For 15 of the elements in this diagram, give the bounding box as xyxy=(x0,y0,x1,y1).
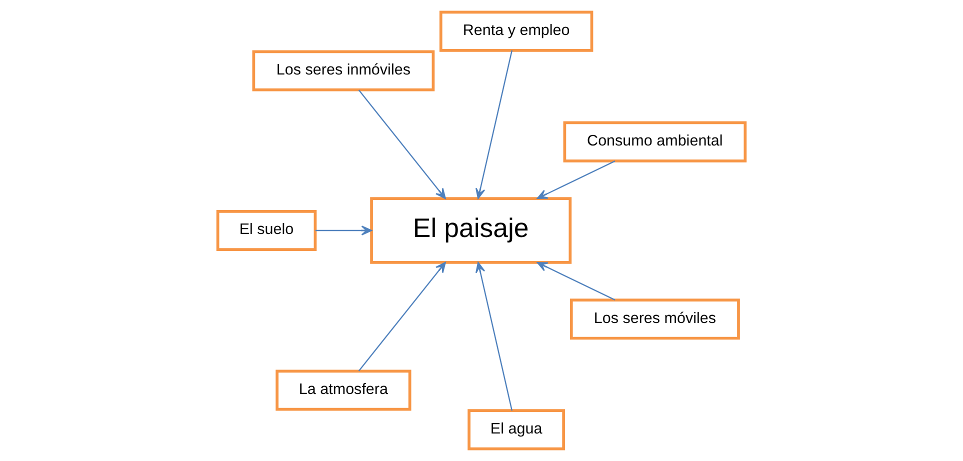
node-box: Los seres inmóviles xyxy=(252,50,435,92)
arrow xyxy=(315,226,372,236)
node-box: Los seres móviles xyxy=(570,298,740,340)
arrow xyxy=(536,160,616,200)
node-box: El paisaje xyxy=(370,197,572,264)
node-box: El suelo xyxy=(216,210,317,252)
node-box: La atmosfera xyxy=(276,370,412,411)
arrow xyxy=(475,262,513,411)
arrow xyxy=(358,262,446,372)
node-box: El agua xyxy=(468,409,566,450)
node-box: Consumo ambiental xyxy=(563,121,747,162)
arrow xyxy=(536,262,616,300)
node-box: Renta y empleo xyxy=(439,10,594,52)
arrow xyxy=(358,90,446,200)
arrow xyxy=(475,50,513,200)
